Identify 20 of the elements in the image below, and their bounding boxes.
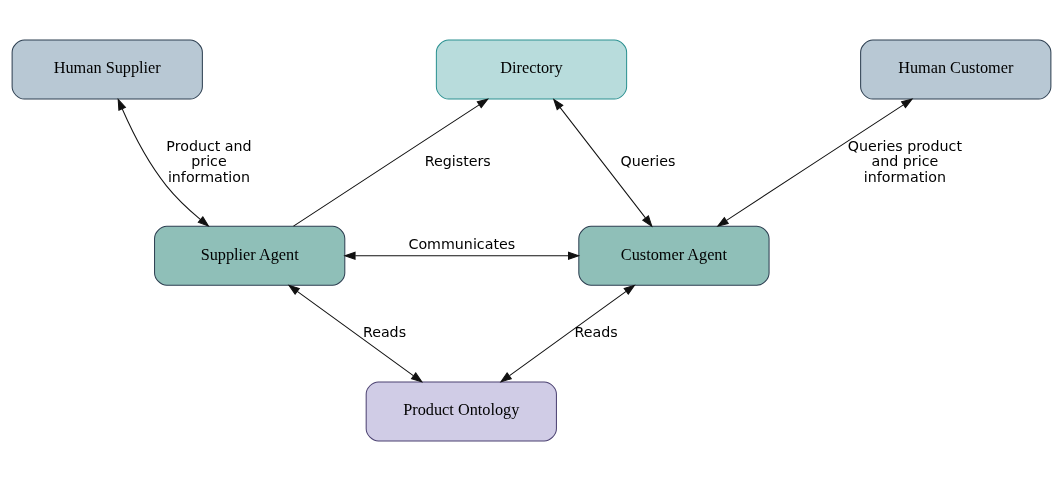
arrow xyxy=(716,98,914,227)
node-box: Product Ontology xyxy=(365,381,557,442)
arrow xyxy=(499,284,636,383)
arrow xyxy=(287,284,424,383)
arrow xyxy=(117,98,210,227)
edge-label: Queries xyxy=(620,153,676,170)
arrow xyxy=(293,98,490,227)
edge-label: Communicates xyxy=(408,235,516,252)
node-box: Directory xyxy=(435,39,628,100)
edge-label: Queries product and price information xyxy=(847,138,963,185)
arrow xyxy=(343,251,581,261)
node-box: Customer Agent xyxy=(578,225,770,286)
node-box: Human Customer xyxy=(860,39,1052,100)
node-box: Human Supplier xyxy=(11,39,203,100)
node-box: Supplier Agent xyxy=(154,225,346,286)
edge-label: Product and price information xyxy=(166,138,252,185)
arrow xyxy=(552,98,653,228)
edge-label: Registers xyxy=(424,153,491,170)
edge-label: Reads xyxy=(362,324,407,341)
edge-label: Reads xyxy=(574,324,618,341)
